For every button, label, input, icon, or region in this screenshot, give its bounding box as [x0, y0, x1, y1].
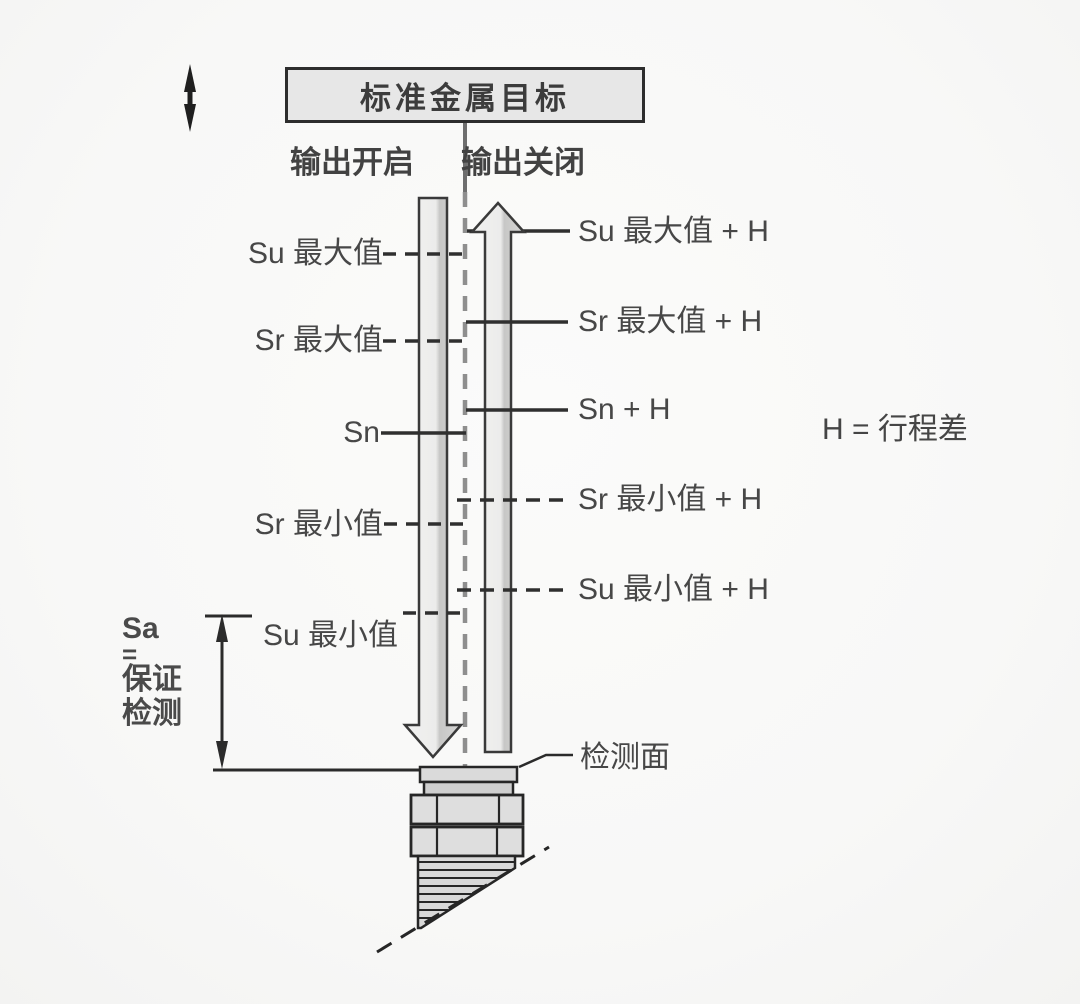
standard-metal-target-box: 标准金属目标 [285, 67, 645, 123]
label-su-max-h: Su 最大值 + H [578, 215, 769, 248]
sa-guaranteed-detection-label: Sa = 保证 检测 [122, 612, 212, 731]
sensor-locknut-1 [409, 793, 525, 826]
sensing-face-label: 检测面 [580, 741, 670, 774]
label-su-min-h: Su 最小值 + H [578, 573, 769, 606]
sensor-threads [419, 861, 514, 919]
label-su-max: Su 最大值 [247, 237, 383, 270]
output-off-up-arrow-icon [469, 201, 527, 754]
output-on-down-arrow-icon [402, 196, 464, 759]
target-movement-arrow-icon [184, 64, 196, 132]
label-sr-max: Sr 最大值 [254, 324, 383, 357]
label-sn: Sn [343, 416, 380, 449]
label-su-min: Su 最小值 [262, 619, 398, 652]
sensing-face-leader-line [518, 753, 573, 769]
thread-break-line [376, 845, 550, 954]
sensor-face [418, 765, 519, 784]
output-off-label: 输出关闭 [461, 145, 585, 180]
sensor-collar [422, 780, 515, 797]
label-sr-max-h: Sr 最大值 + H [578, 305, 763, 338]
label-sn-h: Sn + H [578, 393, 671, 426]
sa-word-1: 保证 [122, 663, 182, 696]
sa-equals: = [122, 639, 138, 669]
standard-metal-target-label: 标准金属目标 [360, 80, 570, 116]
sa-word-2: 检测 [122, 697, 182, 730]
proximity-sensor-drawing [376, 765, 550, 954]
label-sr-min-h: Sr 最小值 + H [578, 483, 763, 516]
sa-dimension-arrow [205, 614, 252, 769]
sa-symbol: Sa [122, 612, 159, 645]
output-on-label: 输出开启 [290, 145, 414, 180]
sensor-locknut-2 [409, 825, 525, 858]
hysteresis-note: H = 行程差 [822, 413, 968, 446]
label-sr-min: Sr 最小值 [254, 508, 383, 541]
